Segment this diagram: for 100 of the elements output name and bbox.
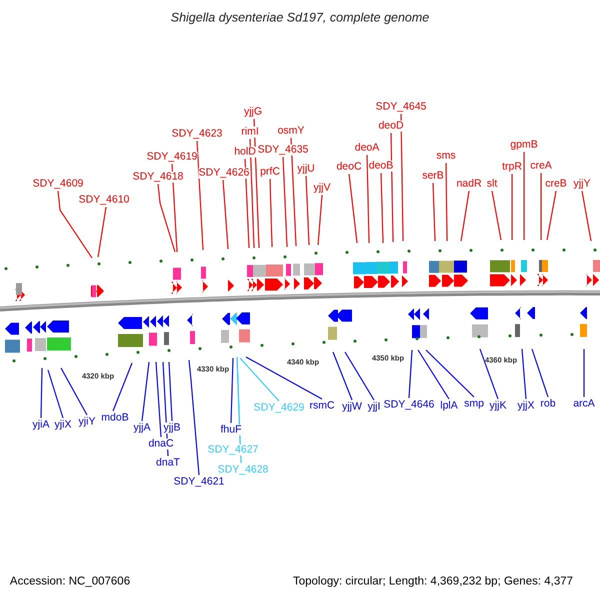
gene-label: yjiA [32,420,50,430]
leader-line [408,350,413,398]
leader-line [244,158,250,248]
leader-line [230,358,234,424]
leader-line [366,154,370,244]
gene-label: dnaT [156,458,180,468]
leader-line [317,194,323,246]
gene-label: yjjW [342,402,362,412]
gene-label: SDY_4619 [146,152,198,162]
gene-label: SDY_4618 [132,172,184,182]
leader-line [581,190,592,242]
leader-line [282,156,288,248]
gene-label: yjjI [368,402,380,412]
gene-label: rob [540,398,556,410]
gene-label: osmY [278,126,304,136]
gene-label: SDY_4646 [384,400,434,410]
gene-label: smp [464,398,484,410]
gene-label: creB [545,178,567,190]
leader-line [157,184,176,252]
gene-label: mdoB [101,412,129,424]
gene-label: yjiX [54,420,72,430]
leader-line [240,358,280,402]
gene-label: arcA [573,398,595,410]
gene-label: yjjV [314,182,330,194]
leader-line [97,206,107,258]
gene-label: SDY_4645 [376,102,426,112]
leader-line [426,350,474,398]
leader-line [246,356,322,400]
leader-line [47,370,64,418]
leader-line [332,352,353,400]
leader-line [445,163,448,241]
gene-label: yjjU [297,164,315,174]
gene-label: deoA [354,142,380,154]
leader-line [141,362,150,422]
leader-line [196,140,204,250]
leader-line [155,362,162,438]
gene-label: serB [422,170,444,182]
gene-label: SDY_4623 [172,128,222,140]
gene-label: yjjB [164,422,180,434]
leader-line [344,352,374,400]
leader-line [418,350,450,400]
leader-line [521,348,527,400]
gene-label: gpmB [510,140,538,150]
leader-line [60,368,88,416]
gene-label: rimI [241,126,259,138]
leader-line [390,133,394,242]
gene-label: trpR [502,162,522,172]
footer-text: Topology: circular; Length: 4,369,232 bp; Genes: 4,377 [292,576,574,588]
leader-line [168,362,173,422]
gene-label: yjjG [244,106,262,118]
gene-label: dnaC [148,438,174,450]
leader-line [253,118,260,248]
leader-line [290,138,297,246]
leader-line [460,190,470,242]
gene-label: holD [234,146,256,158]
gene-label: yjjY [574,178,590,190]
leader-line [236,356,242,464]
leader-line [348,174,358,244]
leader-line [188,360,200,476]
gene-label: deoD [378,120,404,132]
gene-label: SDY_4626 [198,168,250,178]
gene-label: SDY_4610 [78,194,130,206]
footer-text: Accession: NC_007606 [10,576,130,588]
title: Shigella dysenteriae Sd197, complete genome [170,12,430,24]
leader-line [432,182,436,242]
gene-label: rsmC [309,400,335,412]
gene-label: SDY_4627 [208,444,258,456]
gene-label: SDY_4635 [258,144,308,156]
gene-label: yjiY [78,416,96,428]
gene-label: SDY_4628 [218,464,268,476]
leader-line [112,362,133,412]
gene-label: yjjA [134,422,150,434]
gene-label: nadR [456,178,482,190]
gene-label: SDY_4621 [174,476,224,488]
gene-label: deoC [336,162,362,172]
gene-label: fhuF [220,424,242,436]
gene-label: prfC [260,166,280,178]
gene-label: SDY_4629 [254,402,304,414]
gene-label: yjjX [518,400,534,412]
gene-label: yjjK [490,400,506,412]
leader-line [222,180,229,250]
leader-line [540,173,542,240]
leader-line [380,172,384,244]
leader-line [171,164,178,252]
leader-line [400,114,404,241]
gene-label: deoB [368,160,394,172]
gene-label: slt [486,178,498,190]
leader-line [531,348,549,398]
leader-line [479,348,499,400]
leader-line [40,368,43,418]
gene-label: lplA [440,400,458,412]
leader-line [546,190,557,240]
gene-label: creA [530,160,552,172]
leader-line [269,178,273,248]
leader-line [57,190,92,258]
leader-line [583,349,585,397]
leader-line [491,190,502,240]
leader-line [305,176,310,246]
leader-line [523,152,525,240]
leader-line [511,174,513,240]
